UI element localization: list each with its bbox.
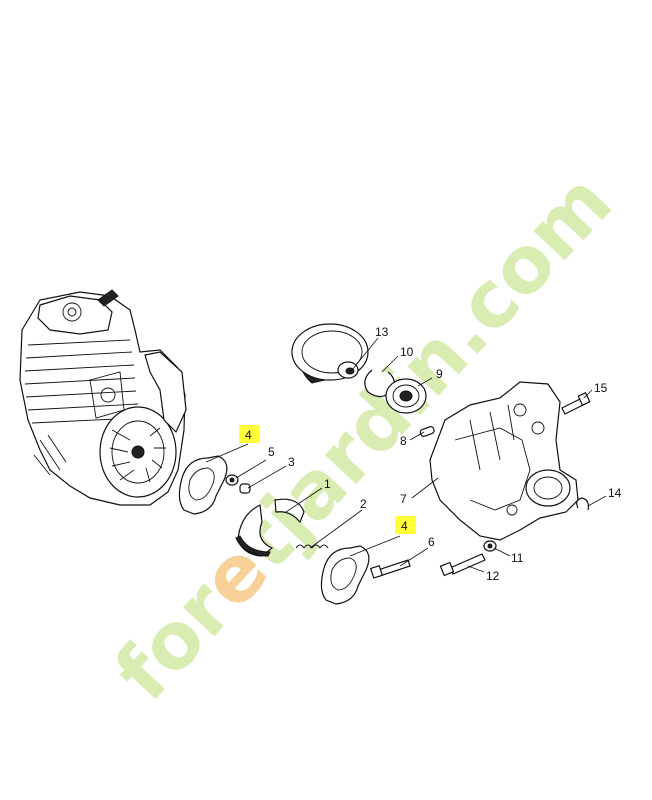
- callout-7: 7: [400, 492, 407, 506]
- callout-1: 1: [324, 477, 331, 491]
- callout-12: 12: [486, 569, 500, 583]
- callout-numbers: 13 10 9 15 8 7 14 11 12 4 5 3 1 2 4 6: [245, 325, 622, 583]
- callout-5: 5: [268, 445, 275, 459]
- leader-lines: [205, 337, 607, 573]
- clutch-drum: [291, 323, 369, 384]
- callout-3: 3: [288, 455, 295, 469]
- screw-15: [561, 391, 591, 415]
- clutch-carrier-right: [320, 545, 370, 605]
- callout-11: 11: [511, 551, 524, 565]
- callout-10: 10: [400, 345, 414, 359]
- ball-bearing: [385, 378, 427, 414]
- callout-6: 6: [428, 535, 435, 549]
- highlight-4-right: [395, 516, 416, 534]
- clutch-carrier-left: [178, 455, 228, 515]
- highlight-4-left: [239, 425, 260, 443]
- washer-5: [225, 474, 239, 486]
- callout-14: 14: [608, 486, 622, 500]
- washer-11: [483, 540, 497, 552]
- engine-block: [19, 289, 187, 506]
- callout-2: 2: [360, 497, 367, 511]
- callout-9: 9: [436, 367, 443, 381]
- sleeve-3: [239, 483, 251, 494]
- callout-13: 13: [375, 325, 389, 339]
- clip-14: [576, 497, 589, 511]
- screw-12: [439, 553, 486, 577]
- screw-6: [369, 559, 411, 579]
- watermark-part2: tjardin.com: [220, 157, 630, 587]
- gear-housing: [429, 381, 579, 541]
- callout-4-left: 4: [245, 428, 252, 442]
- spring-2: [295, 544, 329, 549]
- callout-4-right: 4: [401, 519, 408, 533]
- callout-15: 15: [594, 381, 608, 395]
- callout-8: 8: [400, 434, 407, 448]
